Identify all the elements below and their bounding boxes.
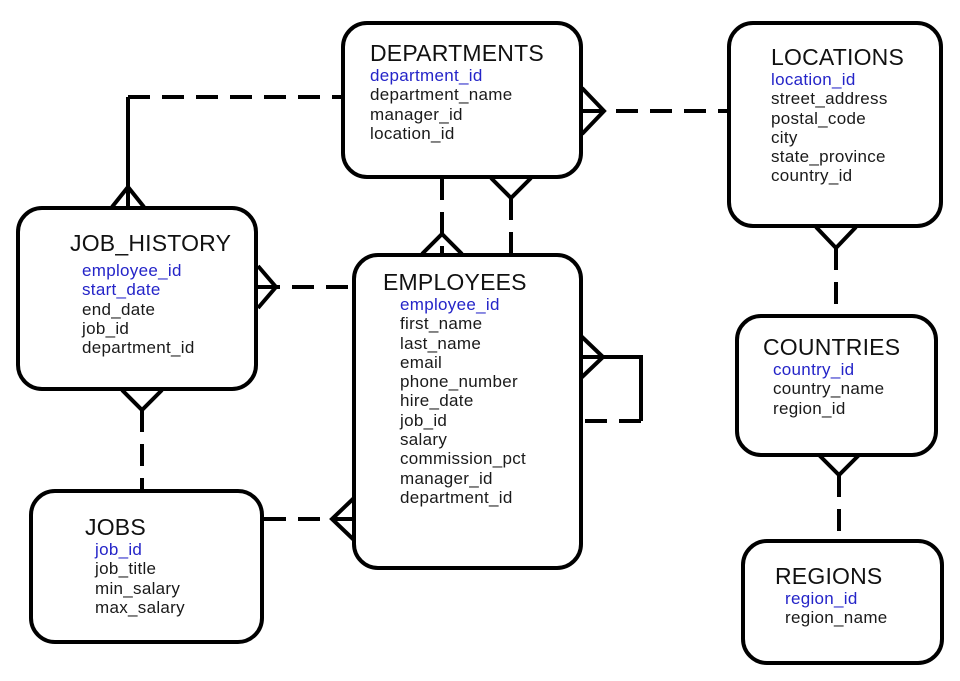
field: first_name: [400, 314, 483, 334]
entity-title: JOBS: [85, 514, 146, 540]
field: max_salary: [95, 597, 185, 617]
field: department_id: [82, 338, 195, 358]
field: job_title: [95, 559, 157, 579]
entity-title: LOCATIONS: [771, 44, 905, 70]
entity-title: REGIONS: [775, 563, 883, 589]
field: street_address: [771, 89, 888, 109]
field: manager_id: [400, 468, 493, 488]
rel-employees-departments-manager: [489, 176, 533, 254]
field: commission_pct: [400, 449, 527, 469]
rel-jobs-employees: [264, 496, 356, 542]
field: job_id: [400, 410, 448, 430]
key-field: employee_id: [82, 261, 182, 280]
field: email: [400, 352, 443, 372]
field: region_id: [773, 398, 846, 418]
field: country_name: [773, 379, 885, 399]
field: location_id: [370, 123, 455, 143]
field: state_province: [771, 147, 886, 167]
field: department_id: [400, 487, 513, 507]
entity-title: DEPARTMENTS: [370, 40, 544, 66]
field: region_name: [785, 608, 888, 628]
key-field: employee_id: [400, 295, 500, 314]
key-field: location_id: [771, 70, 856, 89]
field: salary: [400, 430, 448, 450]
entity-title: COUNTRIES: [763, 334, 901, 360]
rel-employees-self: [579, 334, 643, 423]
key-field: department_id: [370, 66, 483, 85]
field: hire_date: [400, 391, 474, 411]
rel-departments-employees: [420, 178, 464, 256]
key-field: country_id: [773, 360, 855, 379]
rel-countries-regions: [817, 453, 861, 541]
field: phone_number: [400, 372, 518, 392]
field: manager_id: [370, 104, 463, 124]
field: city: [771, 127, 798, 147]
key-field: job_id: [95, 540, 143, 559]
rel-locations-countries: [814, 225, 858, 316]
entity-title: EMPLOYEES: [383, 269, 527, 295]
key-field: region_id: [785, 589, 858, 608]
field: postal_code: [771, 108, 866, 128]
rel-jobhistory-employees: [256, 264, 358, 310]
rel-departments-locations: [580, 86, 729, 136]
field: last_name: [400, 333, 482, 353]
field: country_id: [771, 166, 853, 186]
rel-jobhistory-jobs: [120, 388, 164, 490]
entity-title: JOB_HISTORY: [70, 230, 232, 256]
field: department_name: [370, 85, 513, 105]
field: end_date: [82, 299, 156, 319]
key-field: start_date: [82, 280, 161, 300]
rel-jobhistory-departments: [110, 95, 342, 209]
field: min_salary: [95, 578, 181, 598]
field: job_id: [82, 318, 130, 338]
